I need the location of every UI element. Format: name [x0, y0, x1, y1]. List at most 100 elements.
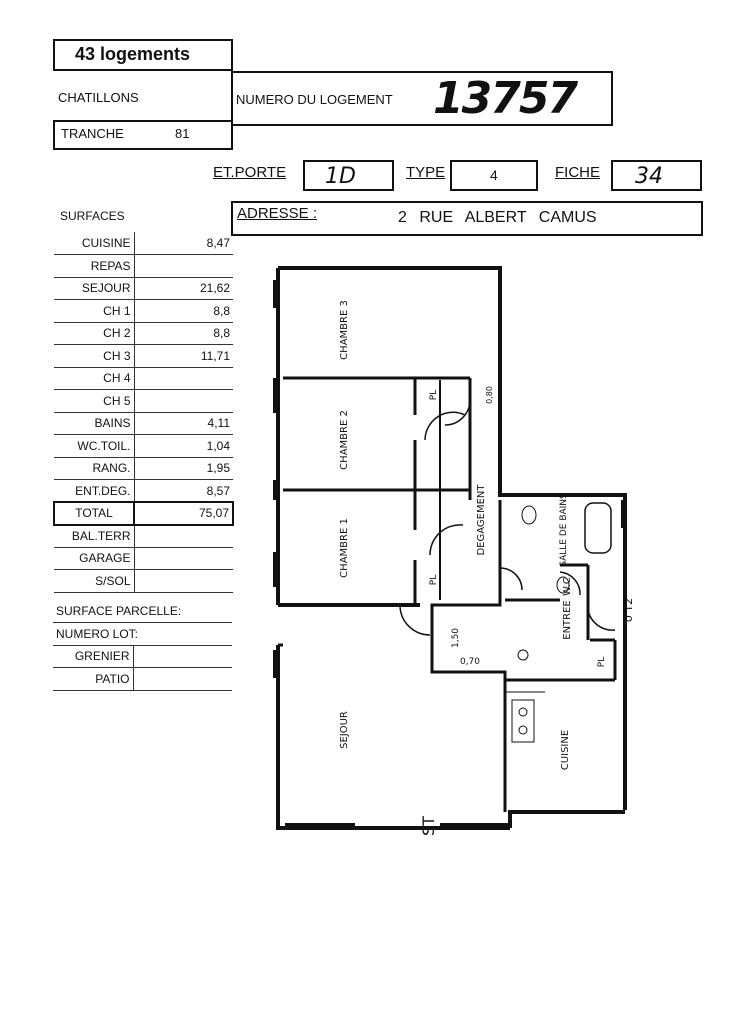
fiche-box: 34	[611, 160, 702, 191]
label-chambre2: CHAMBRE 2	[339, 410, 350, 470]
row-label: GRENIER	[53, 645, 134, 668]
fiche-value: 34	[635, 164, 663, 189]
door-arc	[429, 524, 464, 556]
door-arc	[399, 604, 431, 636]
table-row: GARAGE	[54, 547, 233, 570]
table-row: REPAS	[54, 254, 233, 278]
type-value: 4	[490, 167, 498, 183]
window	[285, 823, 355, 829]
type-label: TYPE	[406, 164, 446, 181]
label-pl-ch1: PL	[429, 575, 439, 585]
window	[273, 480, 279, 500]
washbasin	[521, 505, 537, 525]
row-value: 11,71	[134, 344, 233, 368]
window	[273, 552, 279, 587]
window	[273, 378, 279, 413]
table-row: WC.TOIL.1,04	[54, 434, 233, 458]
numero-label: NUMERO DU LOGEMENT	[236, 92, 393, 107]
numero-lot-label: NUMERO LOT:	[56, 627, 139, 641]
door-arc	[424, 411, 466, 441]
row-label: BAINS	[54, 412, 135, 435]
row-value: 4,11	[134, 412, 233, 435]
tranche-label: TRANCHE	[61, 126, 124, 141]
numero-box: NUMERO DU LOGEMENT 13757	[231, 71, 613, 126]
label-entree: ENTREE	[562, 600, 573, 640]
row-value: 8,57	[134, 479, 233, 503]
row-label: GARAGE	[54, 547, 135, 570]
dim-150: 1,50	[451, 628, 461, 648]
row-label: CH 5	[54, 389, 135, 413]
burner	[518, 725, 528, 735]
stove	[511, 699, 535, 743]
door-arc	[499, 567, 523, 591]
row-value: 21,62	[134, 277, 233, 300]
row-label: PATIO	[53, 667, 134, 691]
label-pl-entree: PL	[597, 657, 607, 667]
row-label: REPAS	[54, 254, 135, 278]
label-degagement: DEGAGEMENT	[476, 484, 487, 556]
toilet	[556, 576, 570, 594]
etporte-box: 1D	[303, 160, 394, 191]
total-label: TOTAL	[53, 501, 135, 526]
label-st: ST	[419, 816, 438, 836]
door-arc	[444, 399, 471, 426]
row-label: WC.TOIL.	[54, 434, 135, 458]
row-label: CH 4	[54, 367, 135, 390]
window	[273, 650, 279, 678]
table-row: PATIO	[53, 667, 232, 691]
window	[621, 500, 627, 528]
row-label: RANG.	[54, 457, 135, 480]
row-value	[134, 389, 233, 413]
fiche-label: FICHE	[555, 164, 600, 181]
adresse-box: ADRESSE : 2 RUE ALBERT CAMUS	[231, 201, 703, 236]
table-row: BAL.TERR	[54, 524, 233, 548]
label-wc: W.C.	[562, 574, 573, 596]
adresse-value: 2 RUE ALBERT CAMUS	[398, 209, 597, 226]
wall-entree-sejour	[430, 500, 507, 812]
door-arc	[587, 609, 616, 631]
surface-parcelle: SURFACE PARCELLE:	[53, 600, 232, 623]
numero-value: 13757	[433, 73, 578, 124]
adresse-label: ADRESSE :	[237, 205, 318, 222]
row-label: BAL.TERR	[54, 524, 135, 548]
label-salle-de-bains: SALLE DE BAINS	[559, 493, 569, 567]
table-row: S/SOL	[54, 569, 233, 593]
surfaces-title: SURFACES	[60, 209, 125, 223]
table-row: ENT.DEG.8,57	[54, 479, 233, 503]
label-sejour: SEJOUR	[339, 711, 350, 749]
table-row: CH 5	[54, 389, 233, 413]
row-value	[133, 645, 232, 668]
window	[440, 823, 510, 829]
etporte-value: 1D	[325, 164, 356, 189]
row-value: 8,47	[134, 232, 233, 255]
window	[273, 280, 279, 308]
row-label: ENT.DEG.	[54, 479, 135, 503]
logements-box: 43 logements	[53, 39, 233, 71]
label-chambre1: CHAMBRE 1	[339, 518, 350, 578]
row-value: 1,04	[134, 434, 233, 458]
label-ot: 0 T2	[622, 598, 635, 622]
etporte-label: ET.PORTE	[213, 164, 287, 181]
total-value: 75,07	[133, 501, 234, 526]
table-row: CH 4	[54, 367, 233, 390]
type-box: 4	[450, 160, 538, 191]
row-label: CH 2	[54, 322, 135, 345]
tranche-box: TRANCHE 81	[53, 120, 233, 150]
plan-labels: CHAMBRE 3 CHAMBRE 2 CHAMBRE 1 DEGAGEMENT…	[339, 300, 635, 836]
outer-wall-west-sejour	[276, 645, 510, 830]
table-row: GRENIER	[53, 645, 232, 668]
row-value	[134, 367, 233, 390]
dim-080: 0,80	[485, 386, 494, 404]
outer-wall-east	[278, 266, 627, 810]
surface-parcelle-label: SURFACE PARCELLE:	[56, 604, 182, 618]
burner	[518, 707, 528, 717]
row-label: CH 3	[54, 344, 135, 368]
tranche-value: 81	[175, 126, 190, 141]
label-cuisine: CUISINE	[560, 730, 571, 770]
logements-count: 43 logements	[75, 44, 191, 64]
